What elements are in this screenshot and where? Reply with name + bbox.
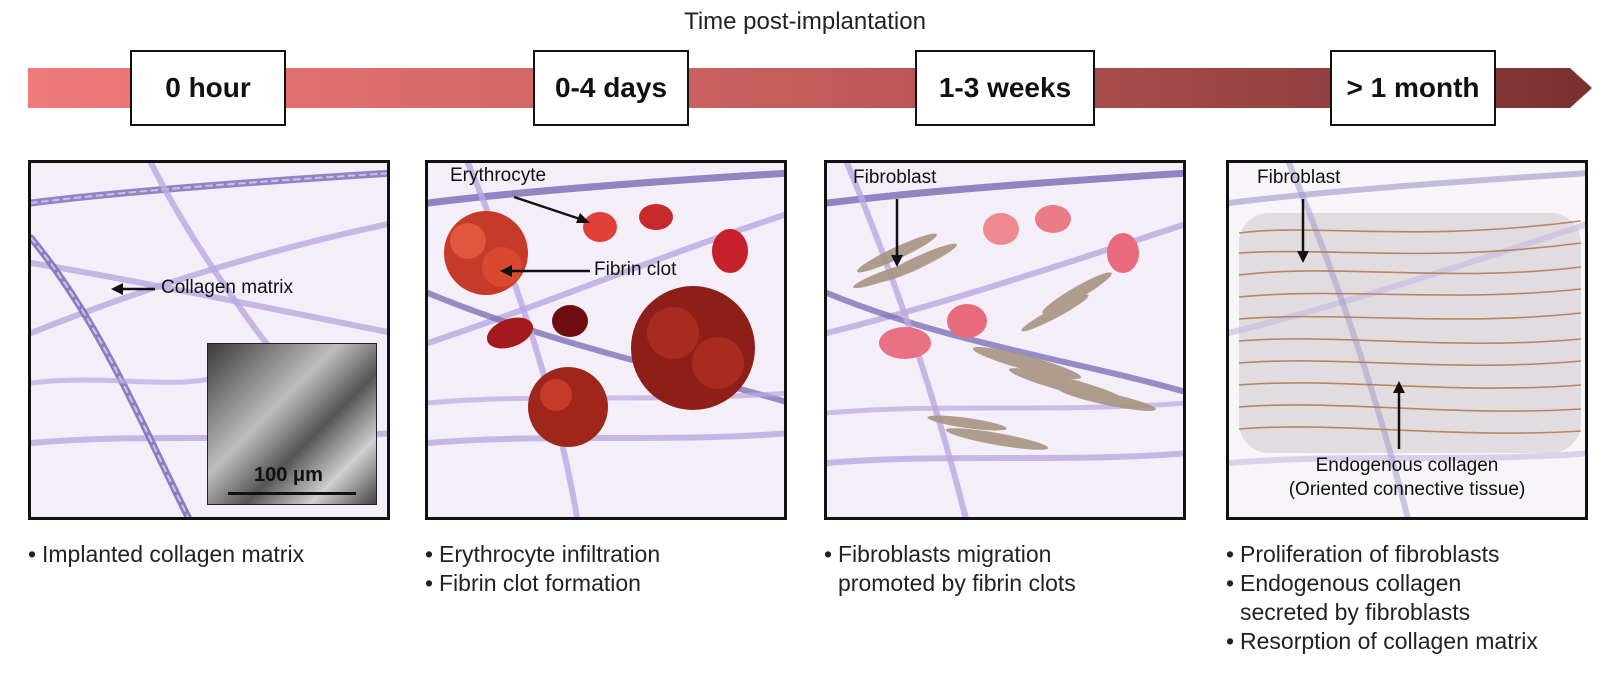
erythrocyte: [639, 204, 673, 230]
fibroblast-label: Fibroblast: [1257, 167, 1340, 189]
erythrocyte: [583, 212, 617, 242]
description-item: Resorption of collagen matrix: [1226, 627, 1538, 656]
scale-bar-label: 100 μm: [254, 464, 323, 487]
erythrocyte: [552, 305, 588, 337]
panel-1-3-weeks: Fibroblast: [824, 160, 1186, 520]
stage-label-0-4-days: 0-4 days: [533, 50, 689, 126]
description-1-month: Proliferation of fibroblasts Endogenous …: [1226, 540, 1538, 656]
oriented-connective-tissue-label: (Oriented connective tissue): [1229, 479, 1585, 501]
fibrin-clot-cluster: [444, 211, 755, 447]
description-item: Implanted collagen matrix: [28, 540, 304, 569]
panel-0-4-days: Erythrocyte Fibrin clot: [425, 160, 787, 520]
description-item: Erythrocyte infiltration: [425, 540, 660, 569]
erythrocyte: [879, 327, 931, 359]
description-item-continued: promoted by fibrin clots: [824, 569, 1076, 598]
fibrin-clot-label: Fibrin clot: [594, 259, 676, 281]
description-item: Fibrin clot formation: [425, 569, 660, 598]
fibroblast-label: Fibroblast: [853, 167, 936, 189]
description-1-3-weeks: Fibroblasts migration promoted by fibrin…: [824, 540, 1076, 598]
erythrocyte-label: Erythrocyte: [450, 165, 546, 187]
description-item: Fibroblasts migration: [824, 540, 1076, 569]
endogenous-collagen-label: Endogenous collagen: [1229, 455, 1585, 477]
description-0-hour: Implanted collagen matrix: [28, 540, 304, 569]
scale-bar: [228, 492, 356, 495]
fibroblast-migration-illustration: [827, 163, 1186, 520]
erythrocyte: [983, 213, 1019, 245]
stage-label-0-hour: 0 hour: [130, 50, 286, 126]
erythrocyte: [947, 304, 987, 338]
description-item: Endogenous collagen: [1226, 569, 1538, 598]
stage-label-1-month: > 1 month: [1330, 50, 1496, 126]
description-item-continued: secreted by fibroblasts: [1226, 598, 1538, 627]
description-0-4-days: Erythrocyte infiltration Fibrin clot for…: [425, 540, 660, 598]
panel-0-hour: Collagen matrix 100 μm: [28, 160, 390, 520]
erythrocyte: [712, 229, 748, 273]
description-item: Proliferation of fibroblasts: [1226, 540, 1538, 569]
erythrocyte: [1035, 205, 1071, 233]
stage-label-1-3-weeks: 1-3 weeks: [915, 50, 1095, 126]
sem-micrograph-image: 100 μm: [207, 343, 377, 505]
panel-1-month: Fibroblast Endogenous collagen (Oriented…: [1226, 160, 1588, 520]
erythrocyte-fibrin-illustration: [428, 163, 787, 520]
erythrocyte: [1107, 233, 1139, 273]
collagen-matrix-label: Collagen matrix: [161, 277, 293, 299]
